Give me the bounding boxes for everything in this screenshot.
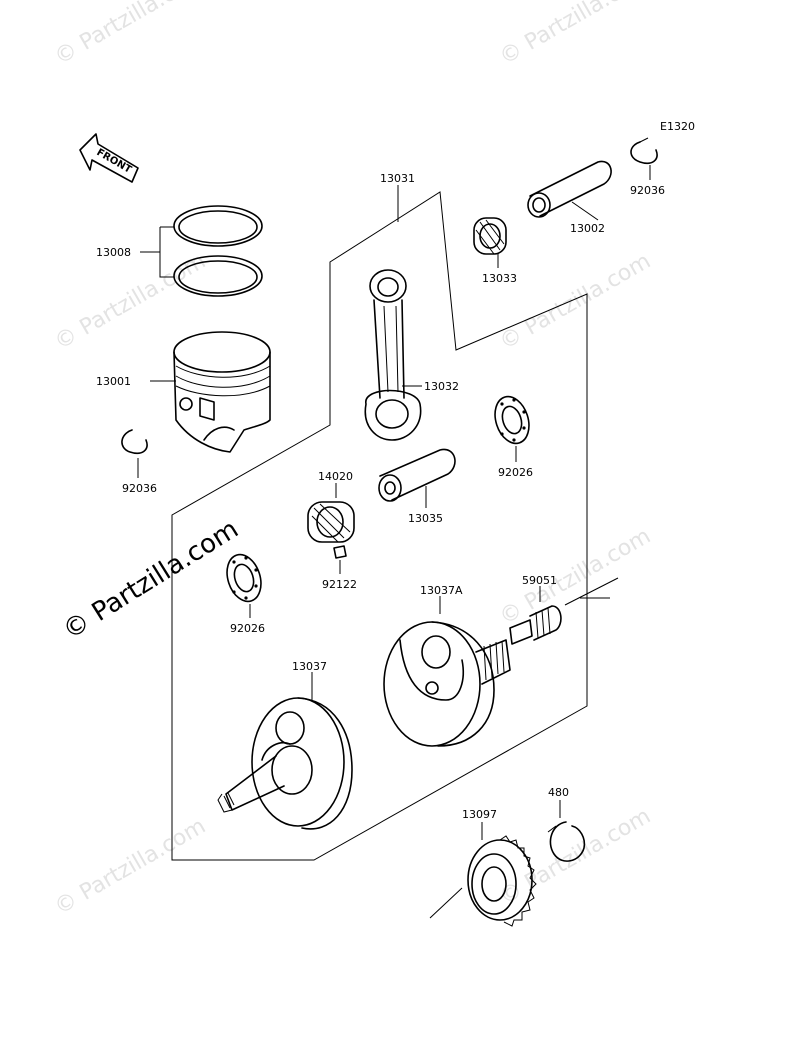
- crank-pin-13035: 13035: [378, 448, 456, 525]
- label-92026-left: 92026: [230, 622, 265, 635]
- label-92036-left: 92036: [122, 482, 157, 495]
- label-92122: 92122: [322, 578, 357, 591]
- break-line: [564, 577, 619, 606]
- gear-13097: 13097: [429, 808, 537, 927]
- watermark: © Partzilla.com: [496, 524, 656, 631]
- watermark-main: © Partzilla.com: [58, 514, 244, 646]
- label-13001: 13001: [96, 375, 131, 388]
- label-92026-right: 92026: [498, 466, 533, 479]
- assembly-outline: [171, 191, 588, 861]
- label-13031: 13031: [380, 172, 415, 185]
- label-13037: 13037: [292, 660, 327, 673]
- label-13002: 13002: [570, 222, 605, 235]
- gear-59051: 59051: [509, 574, 562, 645]
- circlip-92036-top: 92036: [630, 137, 665, 197]
- label-13032: 13032: [424, 380, 459, 393]
- watermark: © Partzilla.com: [496, 804, 656, 911]
- label-13008: 13008: [96, 246, 131, 259]
- pin-92122: 92122: [322, 545, 357, 591]
- connecting-rod-13032: 13032: [364, 269, 459, 441]
- background-watermarks: © Partzilla.com © Partzilla.com © Partzi…: [51, 0, 656, 920]
- bearing-14020: 14020: [307, 470, 355, 543]
- piston-pin-13002: 13002: [527, 160, 612, 235]
- diagram-code: E1320: [660, 120, 695, 133]
- label-59051: 59051: [522, 574, 557, 587]
- watermark: © Partzilla.com: [51, 814, 211, 921]
- front-arrow-icon: FRONT: [79, 133, 139, 183]
- bearing-13033: 13033: [473, 217, 517, 285]
- piston-13001: 13001: [96, 331, 271, 453]
- label-14020: 14020: [318, 470, 353, 483]
- label-13097: 13097: [462, 808, 497, 821]
- circlip-480: 480: [547, 786, 586, 862]
- watermark: © Partzilla.com: [51, 0, 211, 70]
- crankshaft-right-13037A: 13037A: [383, 584, 511, 747]
- circlip-92036-left: 92036: [121, 429, 157, 495]
- washer-92026-left: 92026: [226, 553, 265, 635]
- label-480: 480: [548, 786, 569, 799]
- crankshaft-left-13037: 13037: [217, 660, 353, 830]
- watermark: © Partzilla.com: [496, 249, 656, 356]
- label-13033: 13033: [482, 272, 517, 285]
- label-92036-top: 92036: [630, 184, 665, 197]
- label-13037A: 13037A: [420, 584, 463, 597]
- piston-rings-13008: 13008: [96, 205, 263, 297]
- watermark: © Partzilla.com: [496, 0, 656, 70]
- washer-92026-right: 92026: [494, 395, 533, 479]
- label-13035: 13035: [408, 512, 443, 525]
